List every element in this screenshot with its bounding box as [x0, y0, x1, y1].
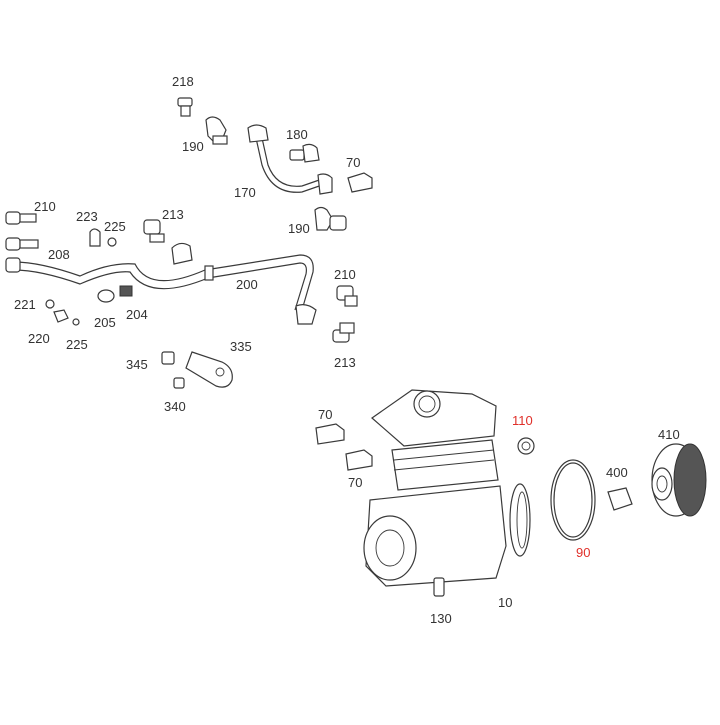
callout-223: 223	[76, 209, 98, 224]
part-400-sleeve	[607, 487, 633, 511]
callout-180: 180	[286, 127, 308, 142]
callout-204: 204	[126, 307, 148, 322]
part-221-nut	[45, 299, 55, 309]
part-345-bolt	[161, 351, 175, 365]
callout-200: 200	[236, 277, 258, 292]
callout-110: 110	[512, 413, 533, 428]
part-223-clip	[89, 228, 101, 247]
part-10-compressor	[363, 389, 531, 587]
callout-410: 410	[658, 427, 680, 442]
callout-340: 340	[164, 399, 186, 414]
part-110-seal	[517, 437, 535, 455]
callout-225-upper: 225	[104, 219, 126, 234]
part-208-connector	[5, 237, 39, 251]
part-190-banjo-mid	[314, 206, 347, 231]
callout-70-mid-lower: 70	[348, 475, 363, 490]
callout-213-lower: 213	[334, 355, 356, 370]
part-205-clamp	[97, 289, 115, 303]
part-204-spring	[119, 285, 133, 297]
part-70-plug-top	[347, 172, 373, 193]
callout-225-lower: 225	[66, 337, 88, 352]
part-340-bolt	[173, 377, 185, 389]
part-335-bracket	[185, 351, 233, 388]
callout-218: 218	[172, 74, 194, 89]
part-213-connector-upper	[143, 219, 165, 243]
callout-400: 400	[606, 465, 628, 480]
part-213-connector-lower	[332, 322, 355, 343]
callout-213-upper: 213	[162, 207, 184, 222]
callout-70-top: 70	[346, 155, 361, 170]
part-210-connector-left	[5, 211, 37, 225]
callout-90: 90	[576, 545, 591, 560]
callout-190-mid: 190	[288, 221, 310, 236]
callout-10: 10	[498, 595, 513, 610]
callout-70-mid-upper: 70	[318, 407, 333, 422]
part-170-pipe	[247, 124, 333, 195]
part-70-plug-mid-upper	[315, 423, 345, 445]
callout-220: 220	[28, 331, 50, 346]
part-180-fitting	[289, 143, 320, 163]
part-70-plug-mid-lower	[345, 449, 373, 471]
part-90-o-ring	[550, 459, 596, 541]
callout-210-right: 210	[334, 267, 356, 282]
callout-221: 221	[14, 297, 36, 312]
part-225-bolt-lower	[72, 318, 80, 326]
callout-208: 208	[48, 247, 70, 262]
part-200-pipe	[5, 242, 317, 325]
part-220-bracket	[53, 309, 69, 323]
part-210-connector-right	[336, 285, 358, 307]
callout-190-top: 190	[182, 139, 204, 154]
callout-345: 345	[126, 357, 148, 372]
callout-210-left: 210	[34, 199, 56, 214]
callout-130: 130	[430, 611, 452, 626]
part-130-bolt	[433, 577, 445, 597]
callout-335: 335	[230, 339, 252, 354]
callout-205: 205	[94, 315, 116, 330]
part-410-gear	[651, 443, 707, 517]
part-225-bolt-upper	[107, 237, 117, 247]
part-190-banjo-top	[205, 116, 228, 145]
callout-170: 170	[234, 185, 256, 200]
part-218-fitting	[177, 97, 193, 117]
